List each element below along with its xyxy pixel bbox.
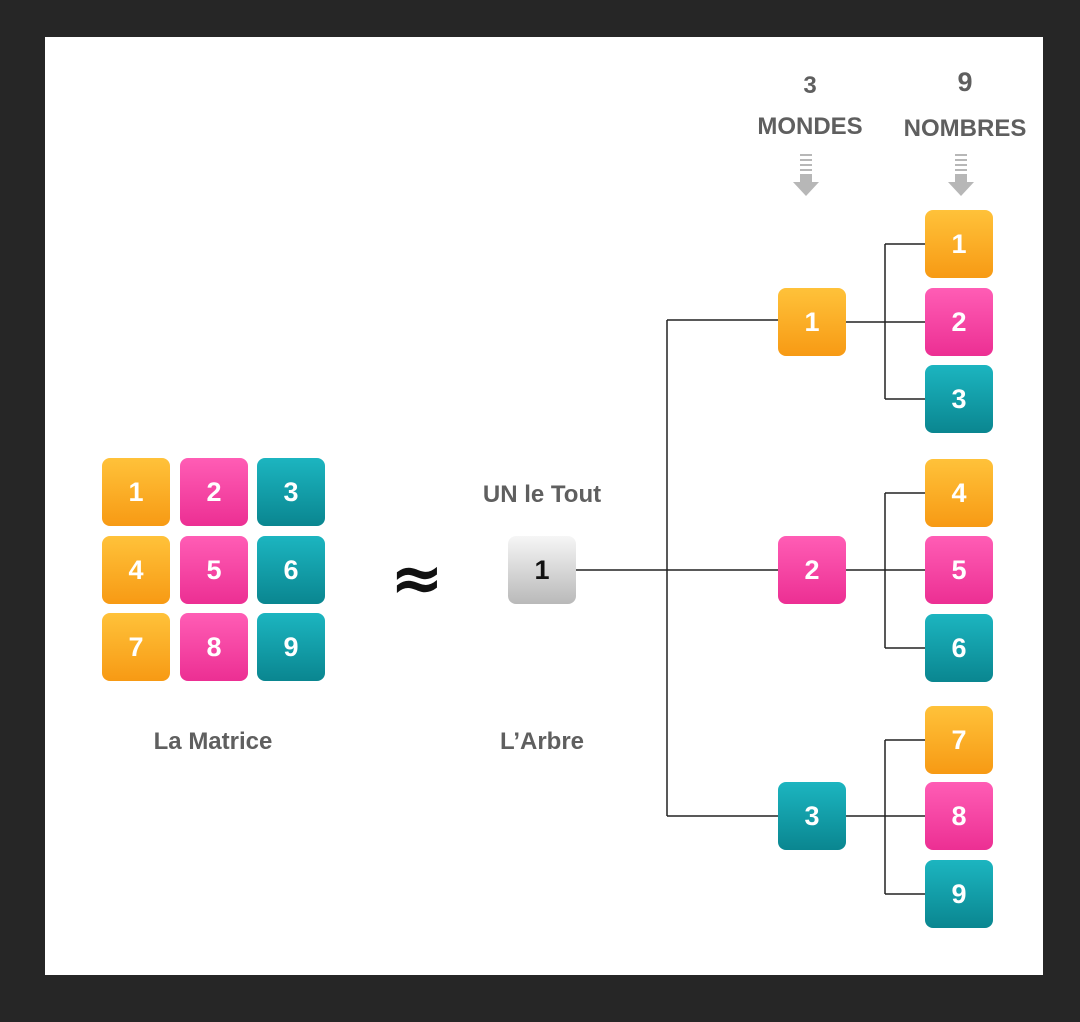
root-tile: 1	[508, 536, 576, 604]
matrix-tile: 7	[102, 613, 170, 681]
number-tile: 8	[925, 782, 993, 850]
numbers-label: NOMBRES	[903, 115, 1027, 142]
matrix-tile: 9	[257, 613, 325, 681]
matrix-tile: 3	[257, 458, 325, 526]
world-tile: 3	[778, 782, 846, 850]
world-tile: 2	[778, 536, 846, 604]
numbers-count: 9	[957, 67, 973, 97]
number-tile: 7	[925, 706, 993, 774]
tree-connector-lines	[575, 243, 925, 895]
matrix-tile: 5	[180, 536, 248, 604]
matrix-tile: 2	[180, 458, 248, 526]
matrix-tile: 6	[257, 536, 325, 604]
matrix-label: La Matrice	[153, 728, 273, 755]
worlds-count: 3	[803, 72, 817, 99]
approx-symbol: ≈	[390, 542, 444, 616]
tree-label: L’Arbre	[499, 728, 585, 755]
down-arrow-icon	[793, 154, 819, 196]
down-arrow-icon	[948, 154, 974, 196]
matrix-tile: 4	[102, 536, 170, 604]
number-tile: 2	[925, 288, 993, 356]
number-tile: 1	[925, 210, 993, 278]
number-tile: 4	[925, 459, 993, 527]
world-tile: 1	[778, 288, 846, 356]
root-caption: UN le Tout	[482, 481, 602, 508]
matrix-tile: 8	[180, 613, 248, 681]
number-tile: 6	[925, 614, 993, 682]
diagram-canvas: 1 2 3 4 5 6 7 8 9 La Matrice ≈ UN le Tou…	[45, 37, 1043, 975]
number-tile: 5	[925, 536, 993, 604]
number-tile: 9	[925, 860, 993, 928]
number-tile: 3	[925, 365, 993, 433]
matrix-tile: 1	[102, 458, 170, 526]
worlds-label: MONDES	[757, 113, 863, 140]
